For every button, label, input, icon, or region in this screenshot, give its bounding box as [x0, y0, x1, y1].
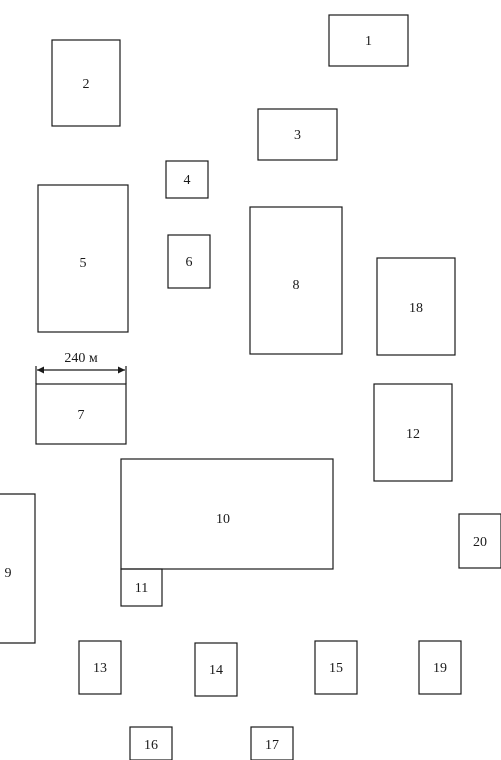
- block-6-label: 6: [186, 255, 193, 270]
- block-1-rect: [328, 14, 409, 67]
- block-11-label: 11: [135, 581, 148, 596]
- block-11-rect: [120, 568, 163, 607]
- block-16-label: 16: [144, 738, 158, 753]
- block-10-label: 10: [216, 512, 230, 527]
- block-2-rect: [51, 39, 121, 127]
- block-17-label: 17: [265, 738, 279, 753]
- block-3-label: 3: [294, 128, 301, 143]
- block-13-rect: [78, 640, 122, 695]
- dimension-240m: 240 м: [35, 351, 127, 384]
- block-9-outline: [0, 493, 36, 644]
- block-19-label: 19: [433, 661, 447, 676]
- block-15-label: 15: [329, 661, 343, 676]
- block-8-label: 8: [293, 278, 300, 293]
- block-12-rect: [373, 383, 453, 482]
- block-18-label: 18: [409, 301, 423, 316]
- block-17-rect: [250, 726, 294, 760]
- block-8-rect: [249, 206, 343, 355]
- block-16-rect: [129, 726, 173, 760]
- block-20-label: 20: [473, 535, 487, 550]
- block-1-label: 1: [365, 34, 372, 49]
- block-2-label: 2: [83, 77, 90, 92]
- block-12-label: 12: [406, 427, 420, 442]
- block-4-label: 4: [184, 173, 191, 188]
- block-10-rect: [120, 458, 334, 570]
- block-20-rect: [458, 513, 501, 569]
- block-18-rect: [376, 257, 456, 356]
- block-7-rect: [35, 383, 127, 445]
- block-9-label: 9: [5, 566, 12, 581]
- block-6-rect: [167, 234, 211, 289]
- block-13-label: 13: [93, 661, 107, 676]
- block-14-label: 14: [209, 663, 223, 678]
- block-4-rect: [165, 160, 209, 199]
- block-19-rect: [418, 640, 462, 695]
- dimension-label: 240 м: [64, 351, 98, 366]
- block-15-rect: [314, 640, 358, 695]
- block-5-rect: [37, 184, 129, 333]
- block-7-label: 7: [78, 408, 85, 423]
- block-5-label: 5: [80, 256, 87, 271]
- block-14-rect: [194, 642, 238, 697]
- block-3-rect: [257, 108, 338, 161]
